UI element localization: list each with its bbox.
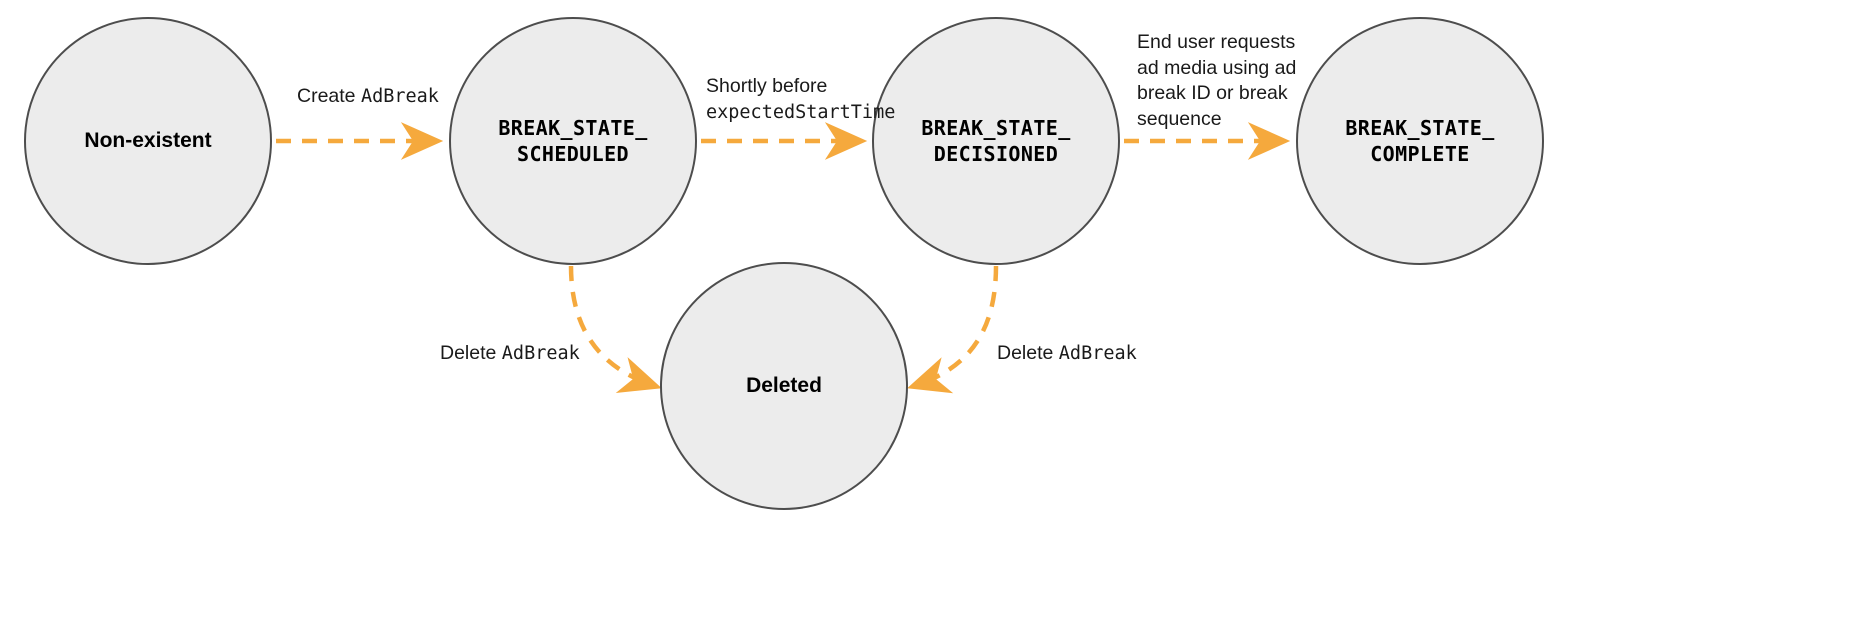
node-non-existent[interactable]: Non-existent [24,17,272,265]
node-label: Deleted [746,374,822,398]
edge-label-text: ad media using ad [1137,56,1297,79]
node-label: BREAK_STATE_ DECISIONED [921,116,1071,166]
edge-delete-adbreak-from-scheduled [568,265,662,394]
node-break-state-complete[interactable]: BREAK_STATE_ COMPLETE [1296,17,1544,265]
edge-label-line: Delete AdBreak [440,341,580,367]
edge-label-shortly-before-expected-start-time: Shortly before expectedStartTime [706,74,895,125]
edge-label-end-user-requests-ad-media: End user requests ad media using ad break … [1137,30,1296,133]
edge-label-text: expectedStartTime [706,101,896,123]
edge-label-text: AdBreak [1058,343,1137,364]
edge-label-delete-adbreak-from-scheduled: Delete AdBreak [440,341,580,367]
edge-label-text: Delete [440,342,502,364]
edge-label-text: AdBreak [360,86,439,107]
edge-label-text: Create [297,85,361,107]
edge-paths [276,122,1291,394]
node-break-state-scheduled[interactable]: BREAK_STATE_ SCHEDULED [449,17,697,265]
edge-label-line: End user requests [1137,30,1296,56]
edge-label-line: Create AdBreak [297,84,439,110]
edge-label-line: ad media using ad [1137,56,1296,82]
edge-label-text: AdBreak [501,343,580,364]
node-label: BREAK_STATE_ COMPLETE [1345,116,1495,166]
edge-label-text: Shortly before [706,75,828,97]
node-label: BREAK_STATE_ SCHEDULED [498,116,648,166]
edge-label-text: sequence [1137,108,1222,131]
node-label: Non-existent [84,129,212,153]
edge-label-line: sequence [1137,107,1296,133]
edge-label-text: End user requests [1137,31,1296,53]
edge-label-text: break ID or break [1137,82,1288,105]
edge-label-line: break ID or break [1137,81,1296,107]
edge-label-create-adbreak: Create AdBreak [297,84,439,110]
edge-label-text: Delete [997,342,1059,364]
edge-delete-adbreak-from-decisioned [907,265,999,394]
edge-label-line: Delete AdBreak [997,341,1137,367]
edge-label-line: expectedStartTime [706,100,895,126]
edge-label-delete-adbreak-from-decisioned: Delete AdBreak [997,341,1137,367]
edge-label-line: Shortly before [706,74,895,100]
node-break-state-decisioned[interactable]: BREAK_STATE_ DECISIONED [872,17,1120,265]
node-deleted[interactable]: Deleted [660,262,908,510]
